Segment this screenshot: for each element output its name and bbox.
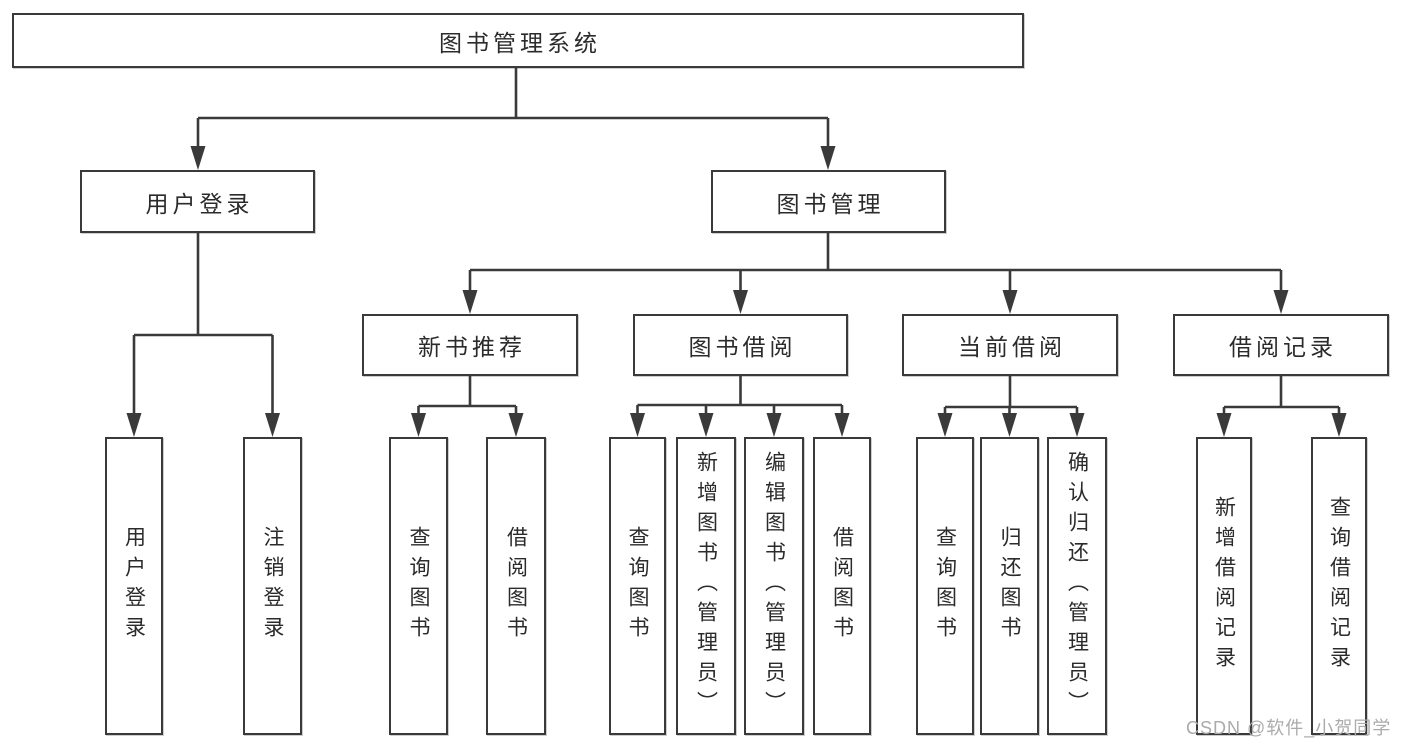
node-new-book-recommendation-label: 新书推荐: [418, 334, 526, 360]
leaf-query-borrow-record: 查询借阅记录: [1311, 437, 1367, 735]
leaf-recommend-query-book-label: 查询图书: [407, 526, 430, 646]
leaf-recommend-query-book: 查询图书: [389, 437, 448, 735]
leaf-borrowing-query-book-label: 查询图书: [626, 526, 649, 646]
node-book-borrowing: 图书借阅: [633, 314, 848, 376]
leaf-add-borrow-record: 新增借阅记录: [1196, 437, 1252, 735]
csdn-watermark: CSDN @软件_小贺同学: [1186, 718, 1392, 738]
node-user-login: 用户登录: [80, 170, 315, 233]
node-borrowing-records-label: 借阅记录: [1229, 334, 1337, 360]
leaf-current-query-book-label: 查询图书: [933, 526, 957, 646]
leaf-user-login: 用户登录: [105, 437, 163, 735]
node-user-login-label: 用户登录: [145, 190, 254, 217]
leaf-edit-book-admin: 编辑图书（管理员）: [744, 437, 804, 735]
leaf-confirm-return-admin-label: 确认归还（管理员）: [1065, 451, 1089, 721]
leaf-add-book-admin-label: 新增图书（管理员）: [694, 451, 718, 721]
leaf-confirm-return-admin: 确认归还（管理员）: [1047, 437, 1107, 735]
node-borrowing-records: 借阅记录: [1173, 314, 1389, 376]
node-library-management-system: 图书管理系统: [12, 13, 1024, 68]
leaf-recommend-borrow-book-label: 借阅图书: [504, 526, 528, 646]
leaf-borrowing-borrow-book: 借阅图书: [813, 437, 871, 735]
node-book-management-label: 图书管理: [776, 190, 885, 217]
leaf-logout-label: 注销登录: [261, 526, 284, 646]
leaf-edit-book-admin-label: 编辑图书（管理员）: [762, 451, 786, 721]
leaf-add-borrow-record-label: 新增借阅记录: [1212, 496, 1236, 676]
node-book-borrowing-label: 图书借阅: [688, 334, 797, 360]
node-current-borrowing: 当前借阅: [902, 314, 1118, 376]
leaf-borrowing-borrow-book-label: 借阅图书: [830, 526, 854, 646]
leaf-user-login-label: 用户登录: [122, 526, 146, 646]
node-library-management-system-label: 图书管理系统: [439, 29, 601, 56]
leaf-recommend-borrow-book: 借阅图书: [486, 437, 546, 735]
leaf-return-book: 归还图书: [980, 437, 1039, 735]
leaf-logout: 注销登录: [243, 437, 302, 735]
node-new-book-recommendation: 新书推荐: [362, 314, 578, 376]
connector-lines: [132, 68, 1341, 415]
node-current-borrowing-label: 当前借阅: [958, 334, 1066, 360]
leaf-return-book-label: 归还图书: [998, 526, 1021, 646]
arrowhead-icons: [126, 146, 1347, 437]
leaf-current-query-book: 查询图书: [916, 437, 974, 735]
leaf-query-borrow-record-label: 查询借阅记录: [1327, 496, 1351, 676]
leaf-borrowing-query-book: 查询图书: [609, 437, 666, 735]
node-book-management: 图书管理: [711, 170, 946, 233]
leaf-add-book-admin: 新增图书（管理员）: [676, 437, 736, 735]
